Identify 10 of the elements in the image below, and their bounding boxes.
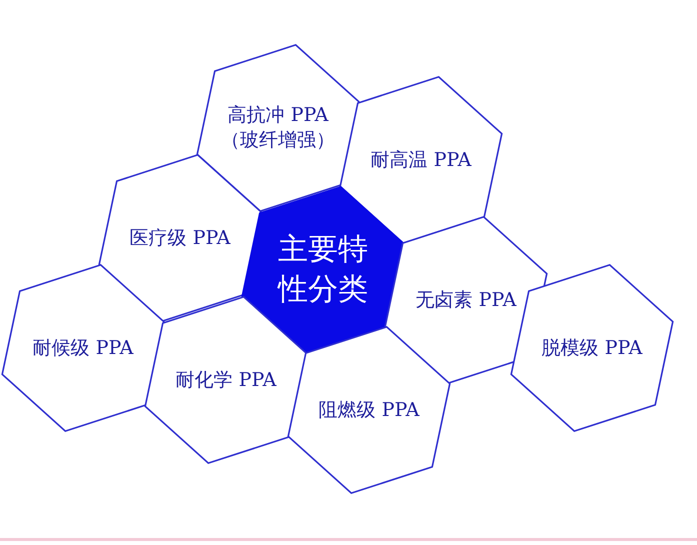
category-label: 高抗冲 PPA <box>228 103 328 128</box>
category-label: 医疗级 PPA <box>130 226 230 250</box>
category-label: 耐高温 PPA <box>370 148 472 172</box>
category-label: 耐候级 PPA <box>32 336 134 360</box>
category-label: （玻纤增强） <box>221 128 335 153</box>
category-label: 脱模级 PPA <box>542 336 642 360</box>
category-label: 无卤素 PPA <box>416 288 516 312</box>
center-label: 主要特性分类 <box>276 230 369 309</box>
category-label: 阻燃级 PPA <box>318 398 420 422</box>
category-label: 耐化学 PPA <box>176 368 276 392</box>
